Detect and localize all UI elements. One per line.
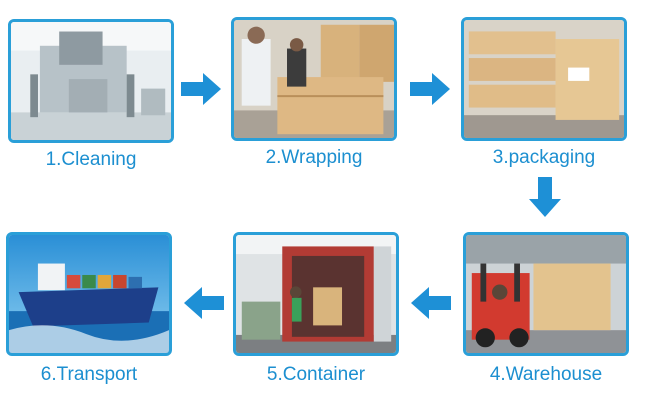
- arrow-down-icon: [529, 177, 561, 217]
- cleaning-photo: [8, 19, 174, 143]
- container-photo: [233, 232, 399, 356]
- step-5-label: 5.Container: [266, 364, 366, 385]
- step-1-label: 1.Cleaning: [45, 149, 137, 170]
- arrow-right-icon: [181, 73, 221, 105]
- packaging-photo: [461, 17, 627, 141]
- warehouse-photo: [463, 232, 629, 356]
- arrow-left-icon: [184, 287, 224, 319]
- step-4-label: 4.Warehouse: [489, 364, 603, 385]
- step-3-label: 3.packaging: [492, 147, 596, 168]
- step-6-label: 6.Transport: [40, 364, 138, 385]
- arrow-left-icon: [411, 287, 451, 319]
- arrow-right-icon: [410, 73, 450, 105]
- step-2-label: 2.Wrapping: [265, 147, 363, 168]
- wrapping-photo: [231, 17, 397, 141]
- transport-photo: [6, 232, 172, 356]
